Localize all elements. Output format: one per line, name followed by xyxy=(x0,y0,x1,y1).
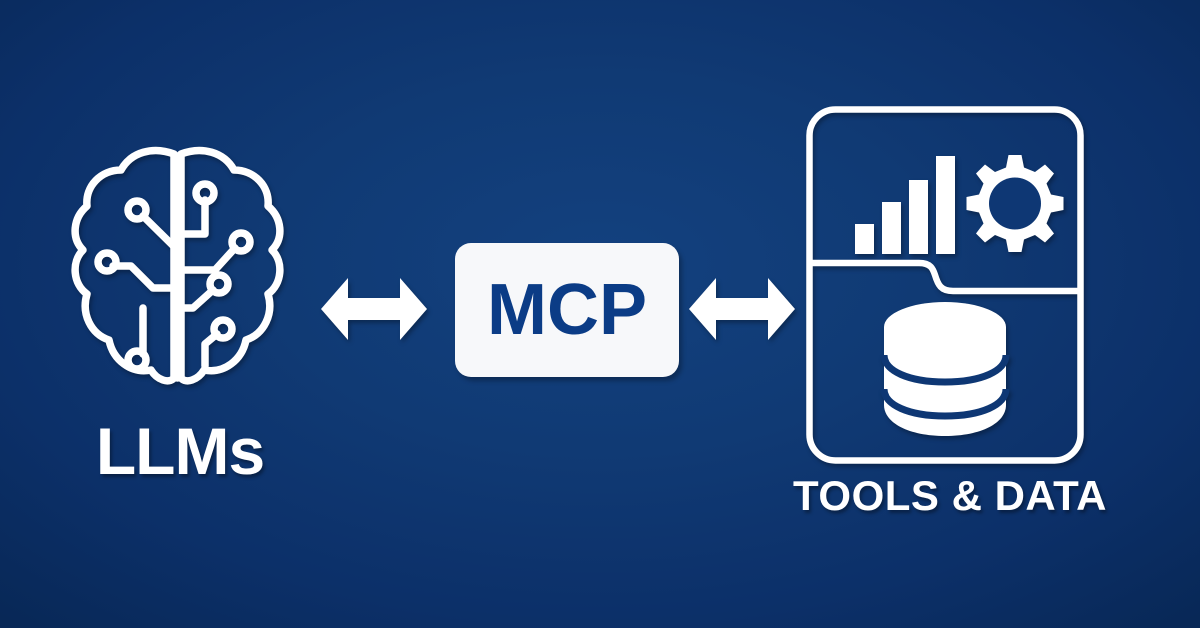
database-icon xyxy=(880,302,1010,436)
tools-data-node: TOOLS & DATA xyxy=(770,105,1130,535)
mcp-label: MCP xyxy=(487,270,647,350)
tools-data-label: TOOLS & DATA xyxy=(793,472,1107,519)
bidirectional-arrow-icon-left xyxy=(321,278,427,340)
tools-data-panel-icon xyxy=(806,106,1084,464)
llms-label: LLMs xyxy=(95,414,265,488)
brain-circuit-icon xyxy=(71,146,284,385)
bidirectional-arrow-icon-right xyxy=(689,278,795,340)
llms-node: LLMs xyxy=(60,130,300,510)
gear-icon xyxy=(966,155,1064,252)
panel-divider xyxy=(811,259,1079,295)
panel-frame xyxy=(806,106,1084,464)
bar-chart-icon xyxy=(855,156,955,254)
mcp-node: MCP xyxy=(455,243,679,377)
